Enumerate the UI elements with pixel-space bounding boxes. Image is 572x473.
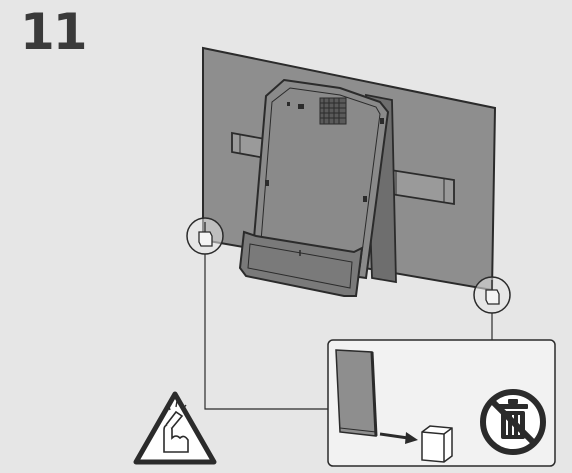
- right-cap-callout: [473, 276, 511, 314]
- vent-grille: [319, 97, 347, 125]
- step-number: 11: [20, 3, 88, 61]
- pinch-warning-icon: [133, 391, 217, 465]
- leader-lines: [204, 254, 493, 410]
- tv-edge-detail: [335, 349, 378, 437]
- stand-icon: [238, 78, 397, 297]
- removal-arrow-icon: [379, 432, 418, 444]
- protective-cap-icon: [485, 280, 500, 305]
- do-not-discard-icon: [480, 389, 546, 455]
- left-cap-callout: [186, 217, 224, 255]
- protective-cap-icon: [421, 425, 453, 463]
- detail-box: [327, 339, 556, 467]
- protective-cap-icon: [198, 222, 213, 247]
